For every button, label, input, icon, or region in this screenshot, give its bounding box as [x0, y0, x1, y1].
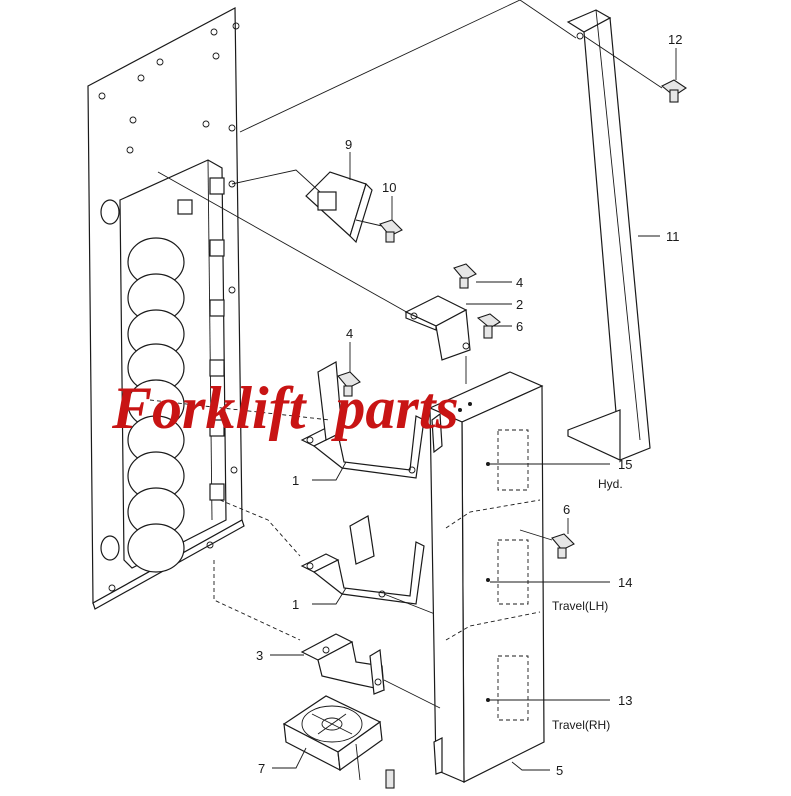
callout-11: 11 — [666, 229, 680, 244]
callout-2: 2 — [516, 297, 523, 312]
callout-10: 10 — [382, 180, 396, 195]
callout-6-lower: 6 — [563, 502, 570, 517]
controller-box-item-5 — [428, 371, 545, 783]
bolt-icon — [453, 263, 477, 289]
callout-15-sublabel: Hyd. — [598, 477, 623, 491]
callout-15: 15 — [618, 457, 632, 472]
callout-14-sublabel: Travel(LH) — [552, 599, 608, 613]
callout-4-upper: 4 — [516, 275, 523, 290]
screw-icon — [551, 533, 575, 559]
bolt-icon — [337, 371, 361, 397]
u-bracket-item-1b — [300, 515, 425, 605]
bracket-item-3 — [300, 633, 385, 695]
callout-5: 5 — [556, 763, 563, 778]
callout-7: 7 — [258, 761, 265, 776]
callout-13-sublabel: Travel(RH) — [552, 718, 610, 732]
bolt-icon — [661, 79, 687, 103]
callout-1-lower: 1 — [292, 597, 299, 612]
callout-1-upper: 1 — [292, 473, 299, 488]
contactor-assembly — [100, 159, 227, 573]
screw-icon — [476, 313, 501, 339]
fan-icon — [282, 695, 383, 772]
callout-14: 14 — [618, 575, 632, 590]
capacitor-stack — [127, 237, 185, 573]
screw-icon — [379, 219, 403, 243]
callout-4-lower: 4 — [346, 326, 353, 341]
callout-13: 13 — [618, 693, 632, 708]
callout-9: 9 — [345, 137, 352, 152]
callout-6-upper: 6 — [516, 319, 523, 334]
callout-3: 3 — [256, 648, 263, 663]
u-bracket-item-1a — [300, 361, 425, 479]
watermark-text: Forklift parts — [111, 375, 459, 441]
bracket-item-11 — [566, 9, 651, 461]
callout-leaders — [270, 48, 677, 771]
screw-icon — [385, 769, 395, 789]
callout-12: 12 — [668, 32, 682, 47]
relay-item-9 — [305, 171, 373, 244]
bracket-item-2 — [404, 295, 471, 361]
